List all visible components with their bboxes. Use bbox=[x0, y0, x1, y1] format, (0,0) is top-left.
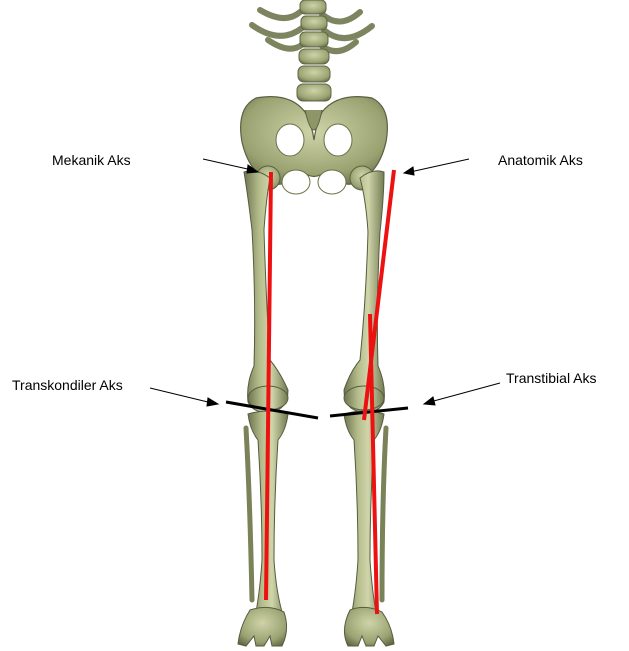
left-femur bbox=[244, 166, 288, 412]
transcondylar-axis-label: Transkondiler Aks bbox=[12, 377, 123, 393]
pointer-arrows bbox=[150, 159, 500, 406]
transtibial-axis-label: Transtibial Aks bbox=[506, 370, 597, 386]
mechanical-axis-label: Mekanik Aks bbox=[52, 152, 131, 168]
right-foot bbox=[344, 607, 394, 646]
anatomical-axis-label: Anatomik Aks bbox=[498, 152, 583, 168]
left-foot bbox=[238, 607, 287, 646]
right-tibia bbox=[344, 411, 386, 612]
